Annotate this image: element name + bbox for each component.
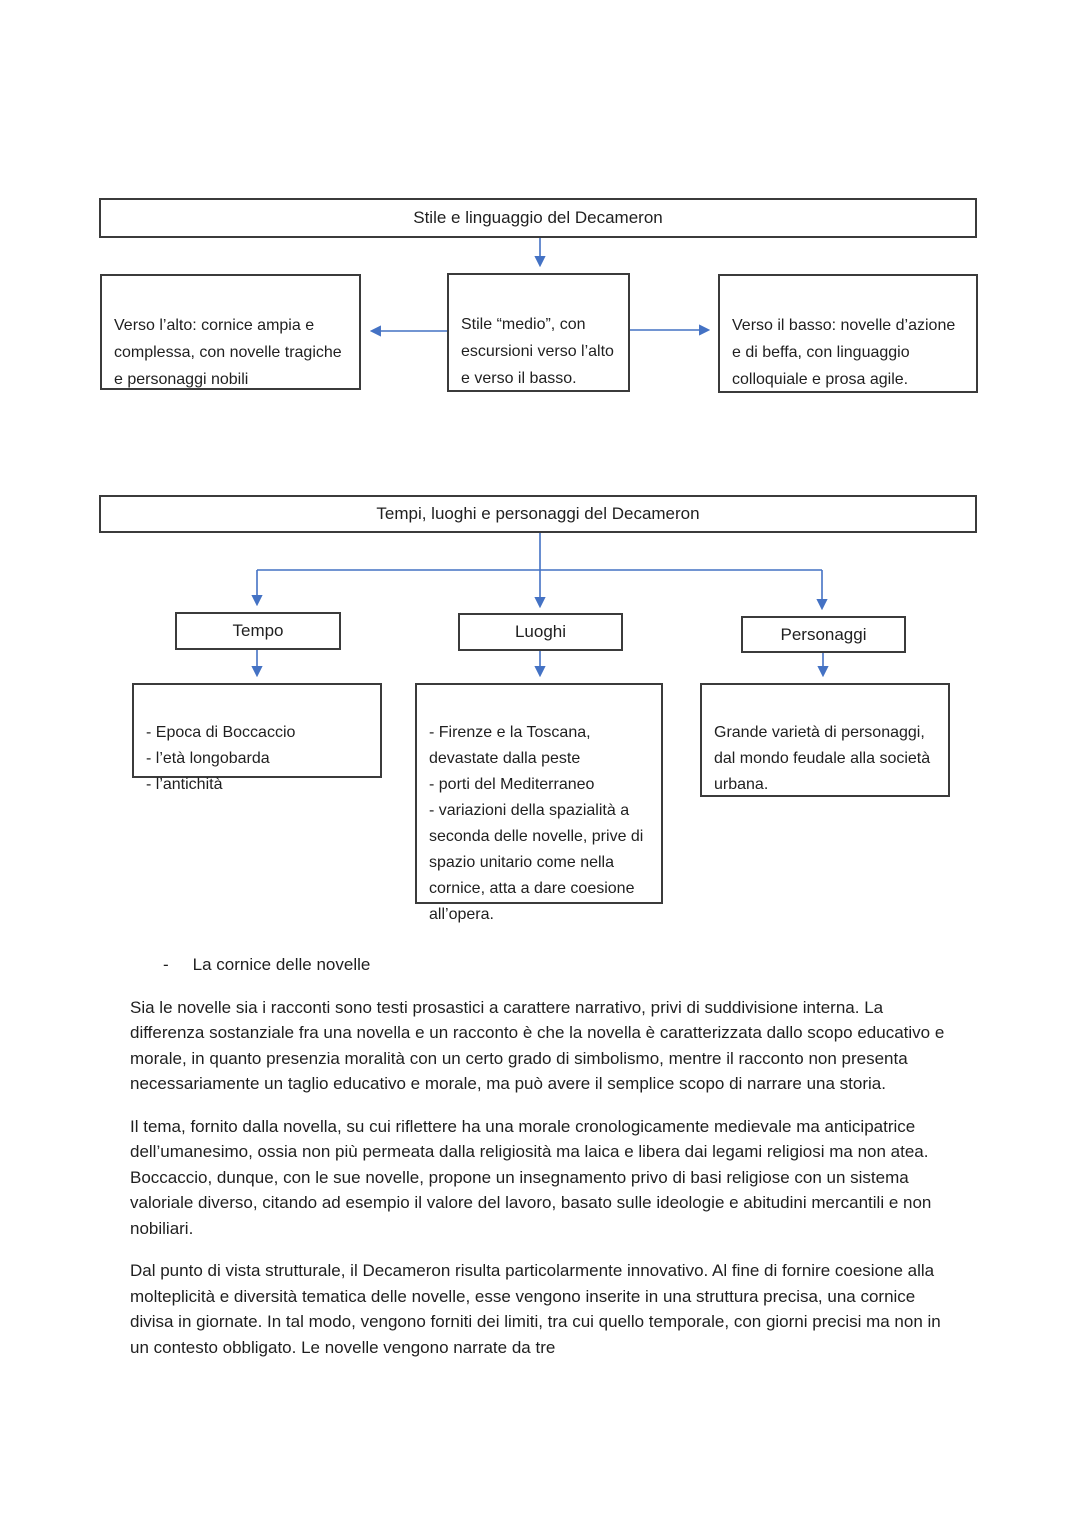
- diagram2-branch-luoghi-box: Luoghi: [458, 613, 623, 651]
- diagram1-title-box: Stile e linguaggio del Decameron: [99, 198, 977, 238]
- diagram2-branch-personaggi-box: Personaggi: [741, 616, 906, 653]
- body-text-block: - La cornice delle novelle Sia le novell…: [130, 952, 955, 1377]
- diagram1-center-text: Stile “medio”, con escursioni verso l’al…: [461, 316, 614, 387]
- diagram2-personaggi-detail-text: Grande varietà di personaggi, dal mondo …: [714, 724, 931, 793]
- diagram2-branch-tempo-label: Tempo: [232, 621, 284, 640]
- section-heading: - La cornice delle novelle: [130, 952, 955, 978]
- diagram2-tempo-detail-box: - Epoca di Boccaccio - l’età longobarda …: [132, 683, 382, 793]
- diagram1-right-text: Verso il basso: novelle d’azione e di be…: [732, 317, 956, 388]
- diagram1-title: Stile e linguaggio del Decameron: [413, 208, 663, 227]
- diagram1-center-box: Stile “medio”, con escursioni verso l’al…: [447, 273, 630, 392]
- diagram2-title-box: Tempi, luoghi e personaggi del Decameron: [99, 495, 977, 533]
- diagram1-right-box: Verso il basso: novelle d’azione e di be…: [718, 274, 978, 393]
- diagram2-luoghi-detail-text: - Firenze e la Toscana, devastate dalla …: [429, 724, 644, 923]
- bullet-dash: -: [163, 955, 169, 974]
- diagram2-title: Tempi, luoghi e personaggi del Decameron: [376, 504, 700, 523]
- section-heading-label: La cornice delle novelle: [192, 955, 371, 974]
- diagram2-luoghi-detail-box: - Firenze e la Toscana, devastate dalla …: [415, 683, 663, 923]
- diagram2-personaggi-detail-box: Grande varietà di personaggi, dal mondo …: [700, 683, 950, 797]
- paragraph-2: Il tema, fornito dalla novella, su cui r…: [130, 1116, 932, 1238]
- diagram2-branch-luoghi-label: Luoghi: [514, 622, 567, 641]
- diagram2-tempo-detail-text: - Epoca di Boccaccio - l’età longobarda …: [146, 724, 296, 793]
- diagram1-left-box: Verso l’alto: cornice ampia e complessa,…: [100, 274, 361, 390]
- paragraph-1: Sia le novelle sia i racconti sono testi…: [130, 997, 945, 1094]
- diagram2-branch-personaggi-label: Personaggi: [780, 624, 867, 644]
- paragraph-3: Dal punto di vista strutturale, il Decam…: [130, 1261, 941, 1357]
- connector-d2-trunk: [257, 533, 822, 571]
- diagram2-branch-tempo-box: Tempo: [175, 612, 341, 650]
- diagram1-left-text: Verso l’alto: cornice ampia e complessa,…: [114, 317, 342, 388]
